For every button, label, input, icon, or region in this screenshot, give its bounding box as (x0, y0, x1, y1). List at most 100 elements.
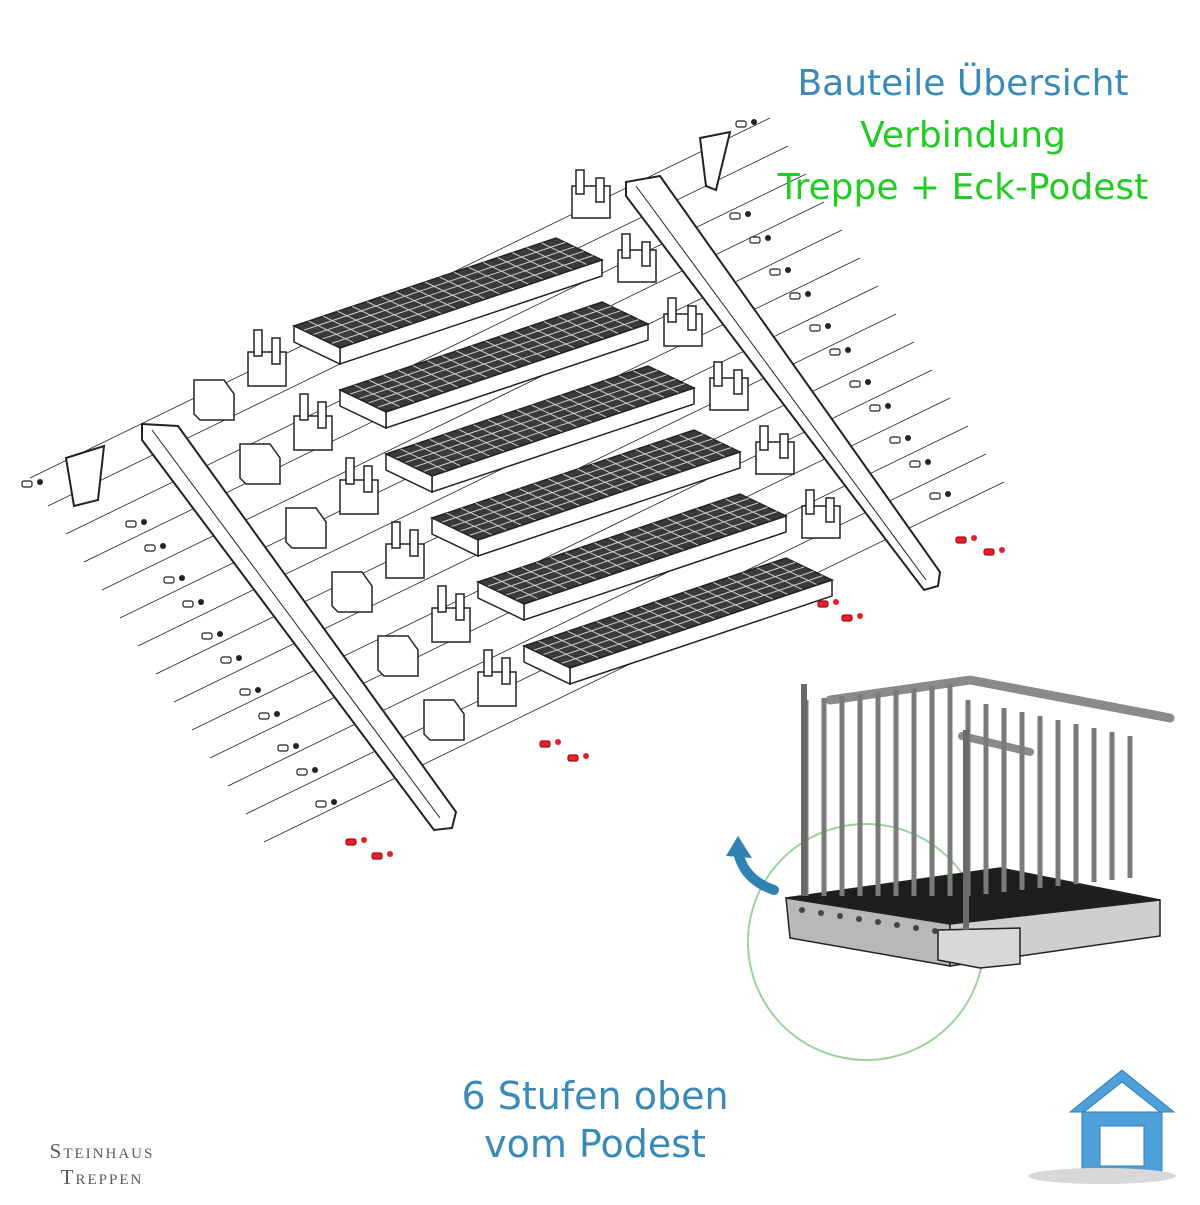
step-bracket-right-3 (663, 297, 703, 347)
grating-bar (669, 596, 716, 620)
grating-bar (322, 315, 370, 339)
grating-bar (453, 271, 501, 295)
stringer-left-edge (151, 429, 441, 819)
grating-bar (567, 630, 614, 654)
frame-bolt-hole (818, 910, 824, 916)
grating-bar (456, 350, 503, 374)
grating-bar (550, 557, 597, 581)
grating-bar (560, 575, 823, 665)
bracket-pin (825, 497, 835, 523)
title-block: Bauteile Übersicht Verbindung Treppe + E… (748, 58, 1178, 214)
bolt-head (21, 480, 33, 488)
grating-bar (400, 448, 447, 472)
grating-bar (376, 319, 639, 409)
grating-bar (439, 276, 486, 300)
grating-bar (756, 567, 804, 591)
grating-bar (514, 330, 561, 354)
grating-bar (577, 468, 624, 492)
bolt-red-far-2 (983, 547, 1005, 556)
bolt-head (735, 120, 747, 128)
step-bracket-left-1 (247, 329, 287, 387)
frame-bolt-hole (875, 919, 881, 925)
bolt-head (239, 688, 251, 696)
grating-bar (444, 433, 491, 457)
bolt-head (841, 614, 853, 622)
grating-bar (771, 562, 818, 586)
grating-bar (596, 621, 643, 645)
bolt-left-3 (163, 575, 185, 584)
grating-bar (623, 532, 670, 556)
bolt-head (201, 632, 213, 640)
bolt-head (729, 212, 741, 220)
step-side-face (293, 324, 341, 366)
grating-step-2 (338, 301, 650, 430)
bolt-left-11 (315, 799, 337, 808)
frame-bolt-hole (894, 922, 900, 928)
brand-logo-text: Steinhaus Treppen (22, 1138, 182, 1190)
grating-bar (383, 374, 430, 398)
grating-bar (696, 508, 743, 532)
grating-bar (579, 547, 627, 571)
bolt-head (315, 800, 327, 808)
grating-bar (652, 522, 699, 546)
bolt-head (955, 536, 967, 544)
grating-bar (487, 419, 535, 443)
grating-bar (587, 306, 634, 330)
bracket-pin (779, 433, 789, 459)
grating-step-6 (522, 557, 834, 686)
grating-bar (543, 321, 590, 345)
bracket-pin (409, 529, 419, 557)
grating-bar (303, 241, 566, 331)
grating-bar (710, 503, 758, 527)
grating-bar (536, 561, 583, 585)
bracket-pin (621, 233, 631, 259)
grating-step-4 (430, 429, 742, 558)
grating-step-3 (384, 365, 696, 494)
bolt-left-7 (239, 687, 261, 696)
bracket-pin (455, 593, 465, 621)
grating-bar (506, 571, 554, 595)
filler-plate-5 (377, 635, 419, 677)
bolt-nut (751, 119, 757, 125)
grating-bar (727, 577, 774, 601)
grating-bar (458, 429, 505, 453)
grating-bar (446, 512, 493, 536)
grating-bar (621, 453, 668, 477)
grating-bar (608, 537, 656, 561)
bolt-head (849, 380, 861, 388)
step-bracket-left-3 (339, 457, 379, 515)
grating-bar (582, 625, 629, 649)
bracket-pin (437, 585, 447, 613)
grating-bar (337, 310, 384, 334)
bolt-nut (312, 767, 318, 773)
bracket-pin (733, 369, 743, 395)
bolt-right-11 (929, 491, 951, 500)
bolt-nut (845, 347, 851, 353)
bolt-red-mid-2 (567, 753, 589, 762)
bolt-nut (361, 837, 367, 843)
grating-bar (427, 360, 474, 384)
bolt-nut (217, 631, 223, 637)
bolt-nut (141, 519, 147, 525)
grating-bar (667, 517, 714, 541)
grating-step-5 (476, 493, 788, 622)
bolt-nut (885, 403, 891, 409)
bolt-head (163, 576, 175, 584)
grating-bar (395, 369, 658, 459)
grating-bar (308, 320, 355, 344)
bolt-left-1 (125, 519, 147, 528)
grating-bar (633, 370, 680, 394)
step-side-face (477, 580, 525, 622)
bracket-pin (501, 657, 511, 685)
grating-bar (565, 552, 612, 576)
bolt-nut (555, 739, 561, 745)
bolt-left-6 (220, 655, 242, 664)
step-side-face (339, 388, 387, 430)
bolt-right-9 (889, 435, 911, 444)
logo-door (1099, 1125, 1145, 1167)
grating-bar (352, 305, 399, 329)
caption-line-1: 6 Stufen oben (461, 1074, 729, 1118)
grating-step-1 (292, 237, 604, 366)
bolts (21, 119, 1005, 860)
bracket-pin (713, 361, 723, 387)
